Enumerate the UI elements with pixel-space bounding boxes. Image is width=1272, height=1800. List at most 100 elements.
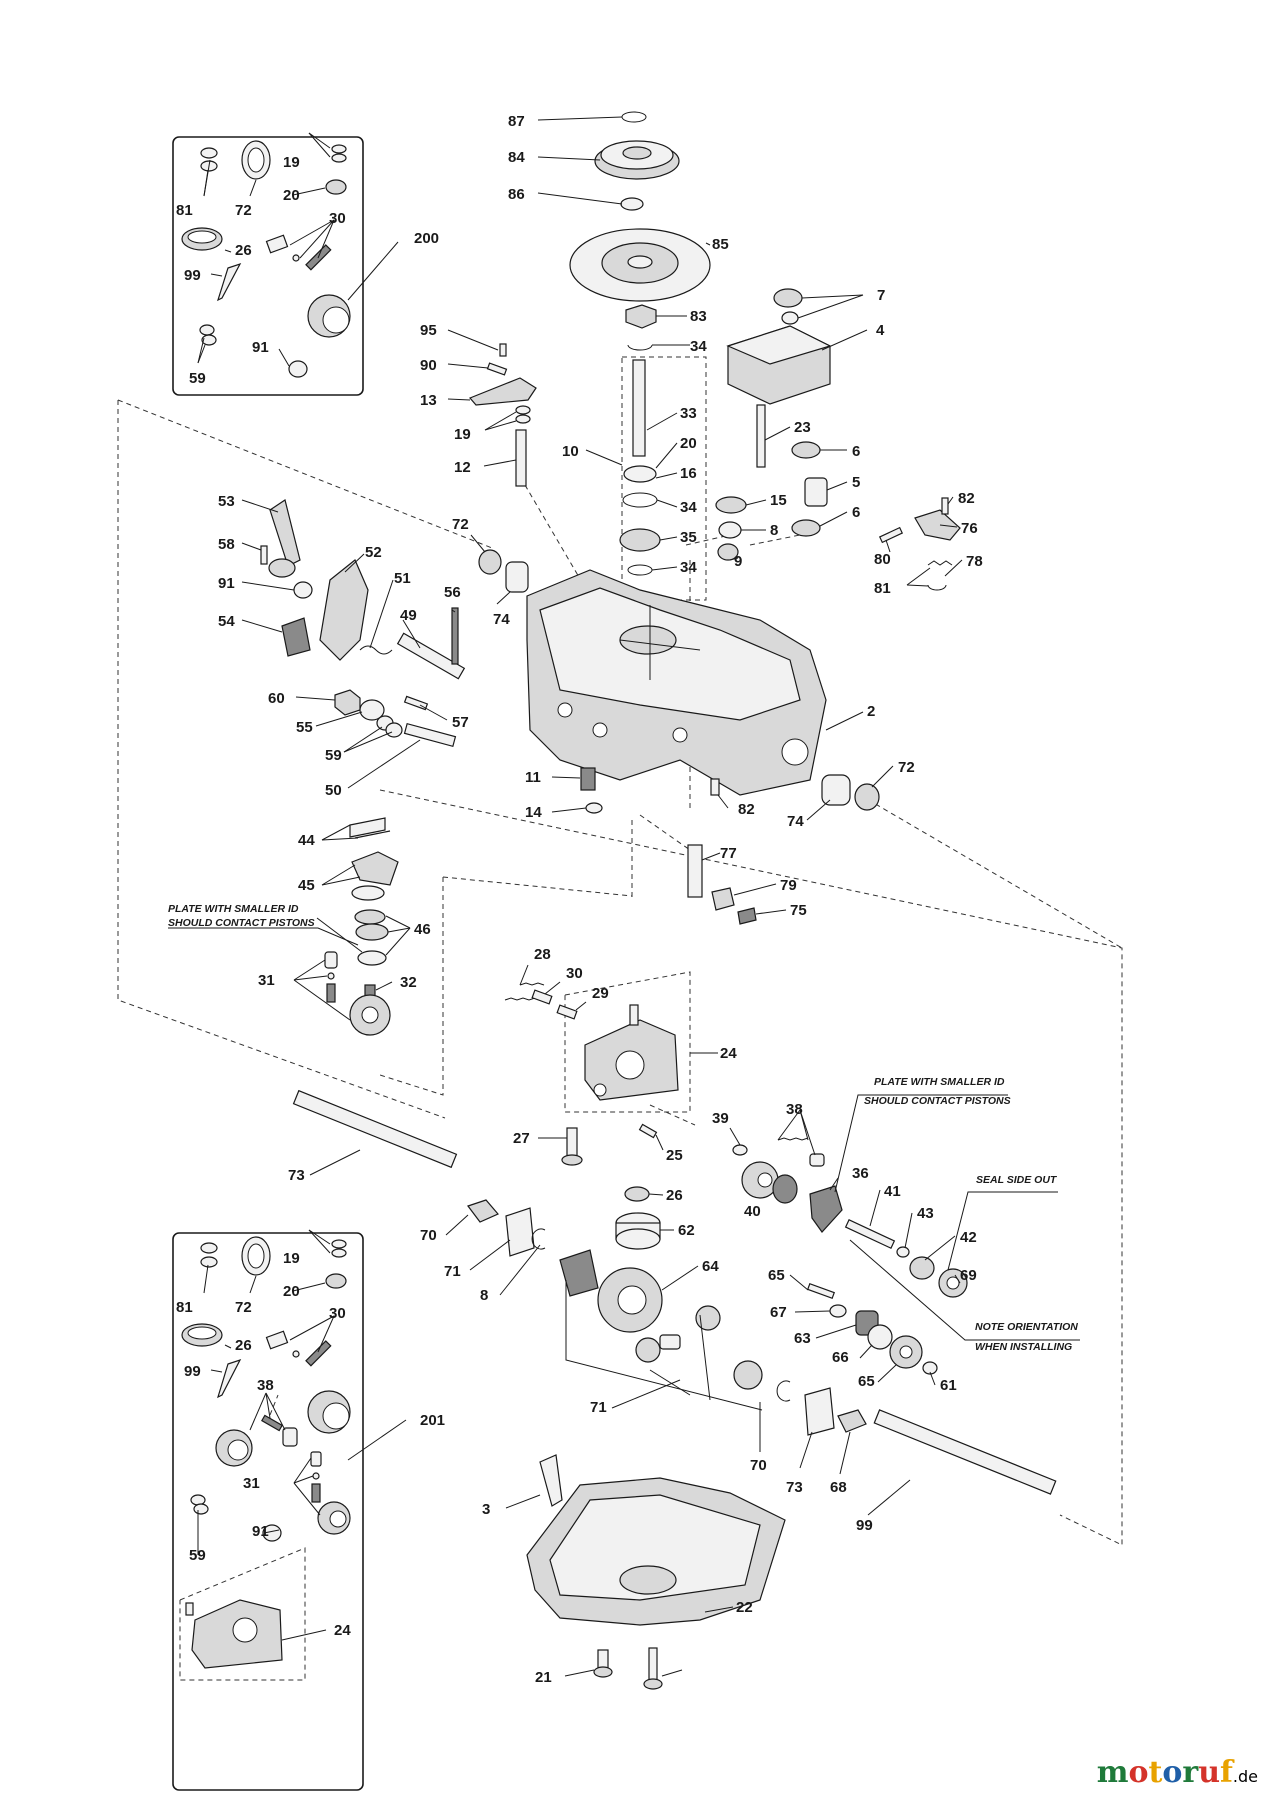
callout-label: 57 bbox=[452, 714, 469, 731]
callout-label: 5 bbox=[852, 474, 860, 491]
callout-label: 72 bbox=[898, 759, 915, 776]
note-plate-right-line2: SHOULD CONTACT PISTONS bbox=[864, 1095, 1011, 1107]
callout-label: 34 bbox=[690, 338, 707, 355]
callout-label: 10 bbox=[562, 443, 579, 460]
note-plate-right-line1: PLATE WITH SMALLER ID bbox=[874, 1076, 1005, 1088]
callout-label: 58 bbox=[218, 536, 235, 553]
callout-label: 99 bbox=[856, 1517, 873, 1534]
fan-85 bbox=[569, 228, 711, 302]
kit-callout: 30 bbox=[329, 210, 346, 227]
callout-label: 34 bbox=[680, 559, 697, 576]
kit-callout: 38 bbox=[257, 1377, 274, 1394]
kit-200-callouts: 200 19 81 72 20 30 26 99 59 91 bbox=[176, 154, 439, 387]
callout-label: 84 bbox=[508, 149, 525, 166]
kit-callout: 30 bbox=[329, 1305, 346, 1322]
callout-label: 26 bbox=[666, 1187, 683, 1204]
callout-label: 49 bbox=[400, 607, 417, 624]
left-arm-parts bbox=[260, 343, 537, 748]
callout-label: 81 bbox=[874, 580, 891, 597]
kit-callout: 99 bbox=[184, 267, 201, 284]
housing-2 bbox=[526, 569, 827, 796]
callout-label: 11 bbox=[525, 769, 541, 786]
note-plate-top-line2: SHOULD CONTACT PISTONS bbox=[168, 917, 315, 929]
kit-callout: 20 bbox=[283, 1283, 300, 1300]
callout-label: 66 bbox=[832, 1349, 849, 1366]
kit-201-callouts: 201 19 81 72 20 30 26 99 38 31 59 91 24 bbox=[176, 1250, 445, 1639]
kit-callout: 24 bbox=[334, 1622, 351, 1639]
callout-label: 14 bbox=[525, 804, 542, 821]
callout-label: 6 bbox=[852, 504, 860, 521]
callout-label: 51 bbox=[394, 570, 411, 587]
note-orientation-line1: NOTE ORIENTATION bbox=[975, 1321, 1078, 1333]
callout-label: 52 bbox=[365, 544, 382, 561]
kit-callout: 81 bbox=[176, 1299, 193, 1316]
callout-label: 61 bbox=[940, 1377, 957, 1394]
right-top-parts bbox=[715, 288, 961, 591]
note-orientation-line2: WHEN INSTALLING bbox=[975, 1341, 1072, 1353]
kit-callout: 72 bbox=[235, 1299, 252, 1316]
callout-label: 80 bbox=[874, 551, 891, 568]
kit-callout: 31 bbox=[243, 1475, 260, 1492]
callout-label: 9 bbox=[734, 553, 742, 570]
callout-label: 27 bbox=[513, 1130, 530, 1147]
callout-label: 13 bbox=[420, 392, 437, 409]
callout-label: 86 bbox=[508, 186, 525, 203]
callout-label: 91 bbox=[218, 575, 235, 592]
callout-label: 73 bbox=[786, 1479, 803, 1496]
callout-label: 8 bbox=[480, 1287, 488, 1304]
callout-label: 7 bbox=[877, 287, 885, 304]
callout-label: 70 bbox=[750, 1457, 767, 1474]
callout-label: 78 bbox=[966, 553, 983, 570]
callout-label: 73 bbox=[288, 1167, 305, 1184]
kit-callout: 72 bbox=[235, 202, 252, 219]
kit-callout: 91 bbox=[252, 339, 269, 356]
callout-label: 76 bbox=[961, 520, 978, 537]
callout-label: 35 bbox=[680, 529, 697, 546]
dashed-guides bbox=[117, 399, 1123, 1546]
kit-200-box bbox=[172, 136, 364, 396]
callout-label: 63 bbox=[794, 1330, 811, 1347]
callout-label: 12 bbox=[454, 459, 471, 476]
callout-label: 46 bbox=[414, 921, 431, 938]
kit-callout: 91 bbox=[252, 1523, 269, 1540]
lower-right-parts bbox=[732, 1137, 968, 1375]
callout-label: 29 bbox=[592, 985, 609, 1002]
callout-label: 95 bbox=[420, 322, 437, 339]
watermark-logo: motoruf.de bbox=[1097, 1755, 1258, 1790]
callout-numbers: 87 84 86 85 83 34 7 4 95 90 13 19 12 33 … bbox=[218, 113, 983, 1686]
callout-label: 82 bbox=[958, 490, 975, 507]
callout-label: 2 bbox=[867, 703, 875, 720]
callout-label: 54 bbox=[218, 613, 235, 630]
callout-label: 75 bbox=[790, 902, 807, 919]
callout-label: 67 bbox=[770, 1304, 787, 1321]
callout-label: 30 bbox=[566, 965, 583, 982]
callout-label: 72 bbox=[452, 516, 469, 533]
callout-label: 59 bbox=[325, 747, 342, 764]
callout-label: 82 bbox=[738, 801, 755, 818]
callout-label: 25 bbox=[666, 1147, 683, 1164]
watermark-suffix: .de bbox=[1232, 1767, 1258, 1786]
callout-label: 8 bbox=[770, 522, 778, 539]
callout-label: 21 bbox=[535, 1669, 552, 1686]
callout-label: 64 bbox=[702, 1258, 719, 1275]
callout-label: 85 bbox=[712, 236, 729, 253]
callout-label: 65 bbox=[858, 1373, 875, 1390]
callout-label: 83 bbox=[690, 308, 707, 325]
callout-label: 41 bbox=[884, 1183, 901, 1200]
kit-callout: 59 bbox=[189, 1547, 206, 1564]
pump-parts-left bbox=[324, 817, 399, 1036]
callout-label: 19 bbox=[454, 426, 471, 443]
callout-label: 74 bbox=[493, 611, 510, 628]
callout-label: 79 bbox=[780, 877, 797, 894]
leader-lines bbox=[168, 116, 1080, 1677]
callout-label: 31 bbox=[258, 972, 275, 989]
callout-label: 40 bbox=[744, 1203, 761, 1220]
kit-callout: 26 bbox=[235, 242, 252, 259]
callout-label: 33 bbox=[680, 405, 697, 422]
callout-label: 16 bbox=[680, 465, 697, 482]
callout-label: 34 bbox=[680, 499, 697, 516]
callout-label: 28 bbox=[534, 946, 551, 963]
callout-label: 6 bbox=[852, 443, 860, 460]
callout-label: 36 bbox=[852, 1165, 869, 1182]
